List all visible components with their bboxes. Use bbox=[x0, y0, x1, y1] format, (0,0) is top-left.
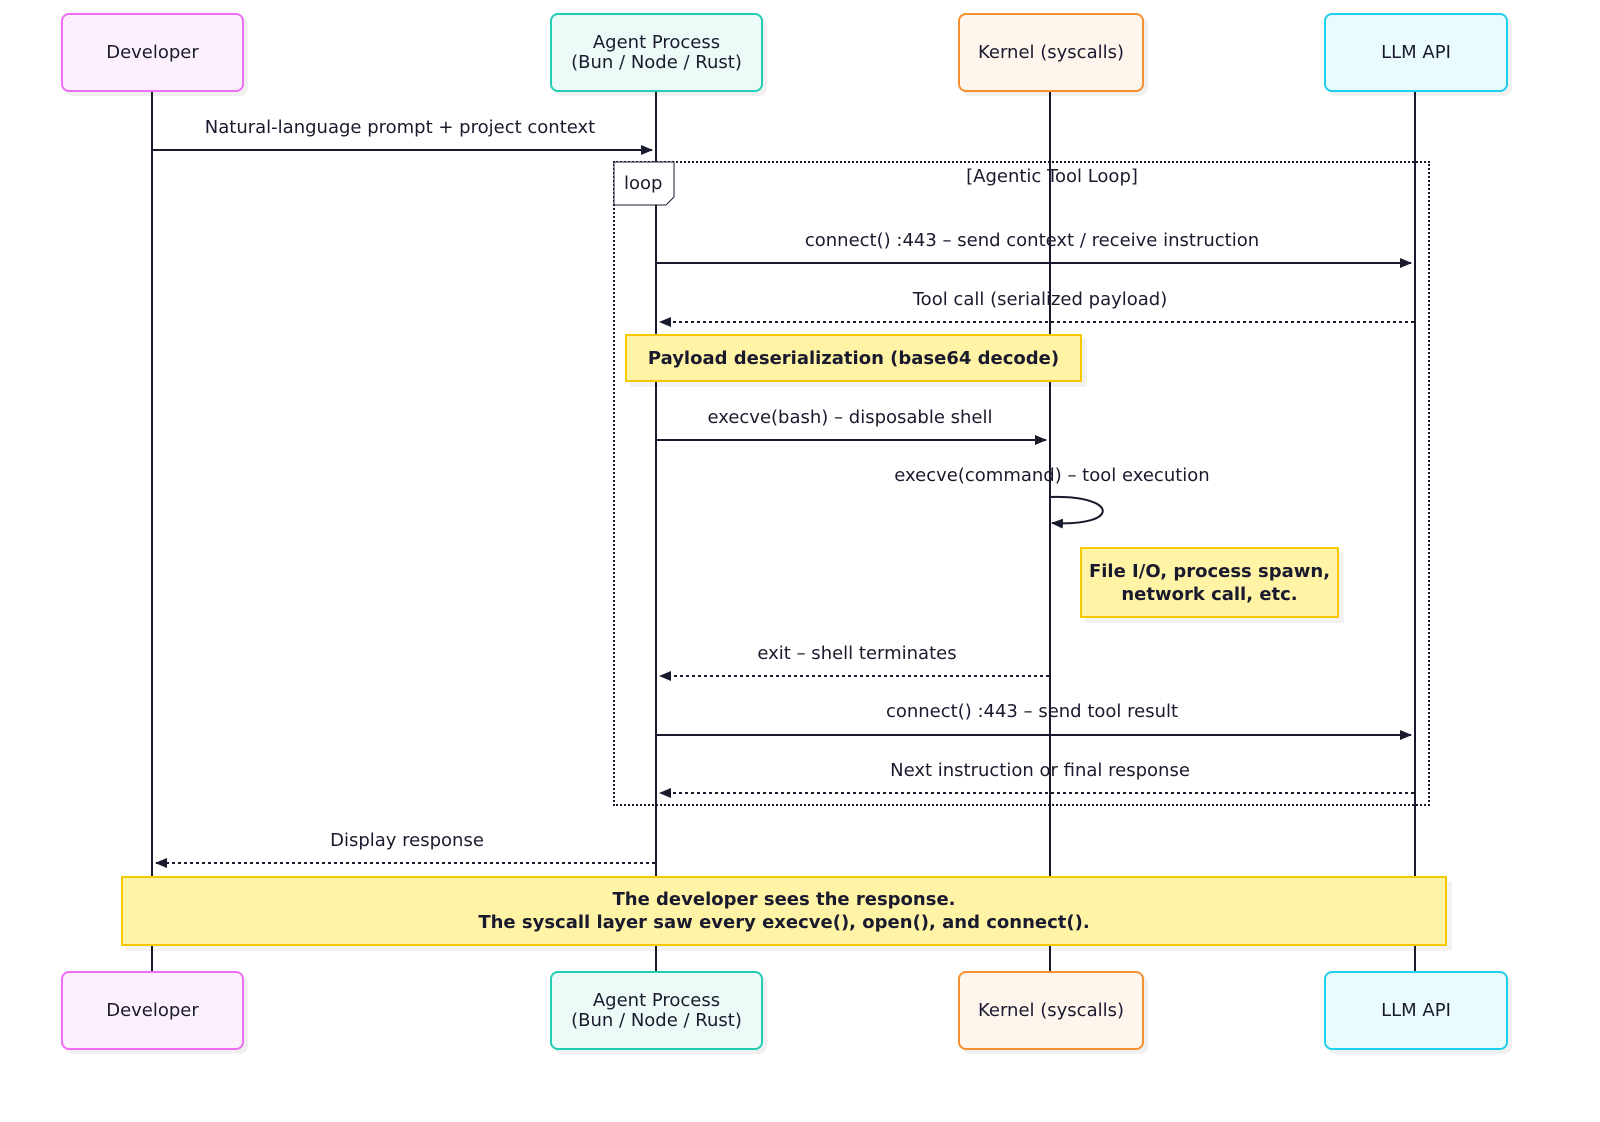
lifeline-developer bbox=[151, 92, 153, 972]
note-payload-deserialization: Payload deserialization (base64 decode) bbox=[625, 334, 1082, 382]
note-text: The developer sees the response. The sys… bbox=[478, 889, 1090, 933]
note-text: Payload deserialization (base64 decode) bbox=[647, 347, 1060, 369]
lifeline-agent-process bbox=[655, 92, 657, 972]
participant-label: Agent Process (Bun / Node / Rust) bbox=[571, 31, 742, 73]
note-file-io: File I/O, process spawn, network call, e… bbox=[1080, 547, 1339, 618]
message-label: connect() :443 – send context / receive … bbox=[804, 230, 1260, 251]
message-label: Display response bbox=[330, 830, 484, 851]
participant-kernel-top: Kernel (syscalls) bbox=[958, 13, 1144, 92]
participant-label: LLM API bbox=[1381, 41, 1451, 63]
participant-llm-api-bottom: LLM API bbox=[1324, 971, 1508, 1050]
participant-label: Agent Process (Bun / Node / Rust) bbox=[571, 989, 742, 1031]
message-label: Tool call (serialized payload) bbox=[912, 289, 1168, 310]
lifeline-kernel bbox=[1049, 92, 1051, 972]
loop-title: [Agentic Tool Loop] bbox=[966, 166, 1138, 187]
message-label: execve(command) – tool execution bbox=[894, 465, 1210, 486]
message-label: Next instruction or final response bbox=[890, 760, 1190, 781]
message-label: connect() :443 – send tool result bbox=[885, 701, 1179, 722]
note-text: File I/O, process spawn, network call, e… bbox=[1088, 560, 1331, 605]
participant-label: LLM API bbox=[1381, 999, 1451, 1021]
participant-label: Kernel (syscalls) bbox=[977, 41, 1125, 63]
participant-kernel-bottom: Kernel (syscalls) bbox=[958, 971, 1144, 1050]
note-summary: The developer sees the response. The sys… bbox=[121, 876, 1447, 946]
participant-agent-process-bottom: Agent Process (Bun / Node / Rust) bbox=[550, 971, 763, 1050]
participant-label: Developer bbox=[106, 999, 199, 1021]
participant-llm-api-top: LLM API bbox=[1324, 13, 1508, 92]
arrow-self-execve-command bbox=[1049, 495, 1104, 529]
loop-tag-label: loop bbox=[624, 173, 663, 194]
message-label: execve(bash) – disposable shell bbox=[707, 407, 993, 428]
message-label: exit – shell terminates bbox=[757, 643, 957, 664]
participant-label: Developer bbox=[106, 41, 199, 63]
loop-frame bbox=[613, 161, 1430, 806]
message-label: Natural-language prompt + project contex… bbox=[204, 117, 596, 138]
participant-developer-bottom: Developer bbox=[61, 971, 244, 1050]
participant-label: Kernel (syscalls) bbox=[977, 999, 1125, 1021]
participant-developer-top: Developer bbox=[61, 13, 244, 92]
lifeline-llm-api bbox=[1414, 92, 1416, 972]
participant-agent-process-top: Agent Process (Bun / Node / Rust) bbox=[550, 13, 763, 92]
loop-tag-box bbox=[613, 161, 675, 206]
